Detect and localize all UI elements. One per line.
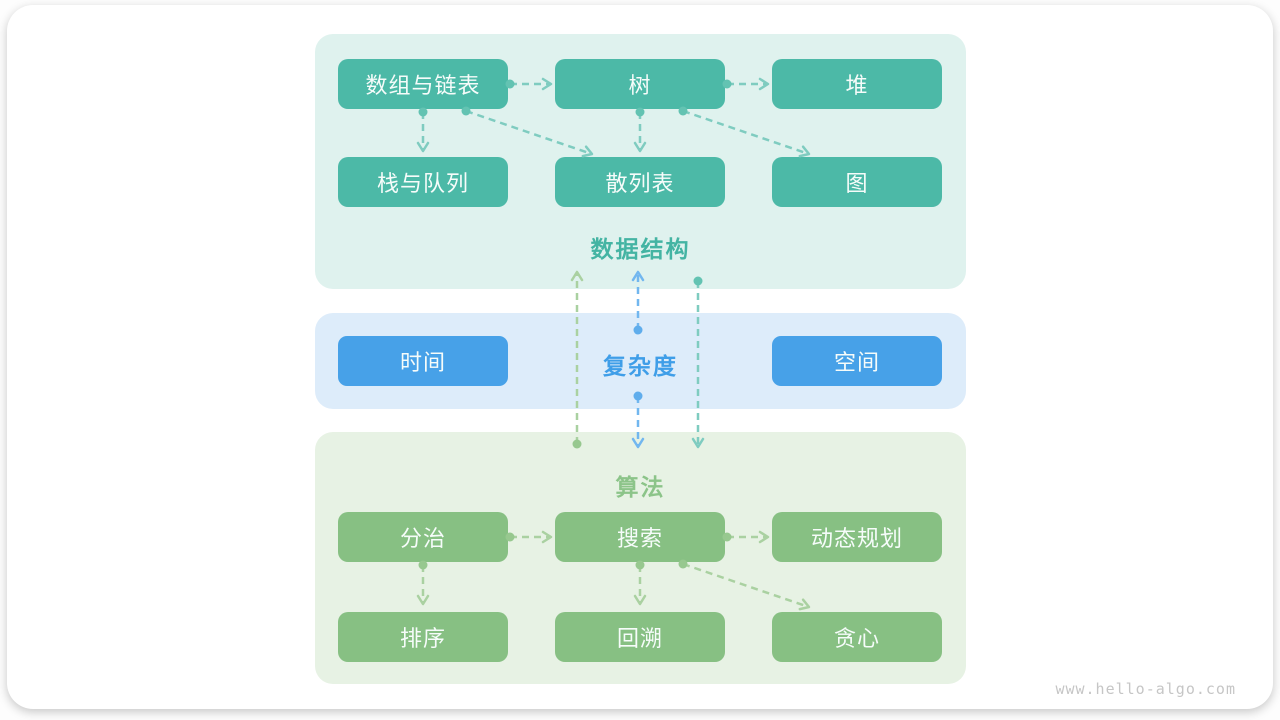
node-label: 贪心 [833,626,880,651]
section-label-algorithms: 算法 [615,474,666,500]
node-tree: 树 [555,59,725,109]
node-heap: 堆 [772,59,942,109]
node-stack-queue: 栈与队列 [338,157,508,207]
node-label: 栈与队列 [376,171,469,196]
node-divide-conquer: 分治 [338,512,508,562]
node-label: 空间 [833,350,880,375]
node-label: 动态规划 [810,526,903,551]
node-greedy: 贪心 [772,612,942,662]
node-arrays-linked-lists: 数组与链表 [338,59,508,109]
node-space: 空间 [772,336,942,386]
node-hash-table: 散列表 [555,157,725,207]
node-label: 回溯 [616,626,663,651]
node-label: 数组与链表 [365,73,481,98]
section-label-data-structures: 数据结构 [590,236,691,262]
node-graph: 图 [772,157,942,207]
node-label: 堆 [845,73,869,98]
node-label: 树 [628,73,652,98]
node-label: 排序 [399,626,446,651]
watermark-text: www.hello-algo.com [1055,680,1236,698]
node-label: 搜索 [616,526,663,551]
node-sorting: 排序 [338,612,508,662]
node-label: 时间 [399,350,446,375]
node-time: 时间 [338,336,508,386]
node-label: 图 [845,171,869,196]
node-label: 散列表 [605,171,675,196]
node-label: 分治 [399,526,446,551]
node-dynamic-programming: 动态规划 [772,512,942,562]
section-label-complexity: 复杂度 [603,353,678,379]
node-backtracking: 回溯 [555,612,725,662]
node-search: 搜索 [555,512,725,562]
